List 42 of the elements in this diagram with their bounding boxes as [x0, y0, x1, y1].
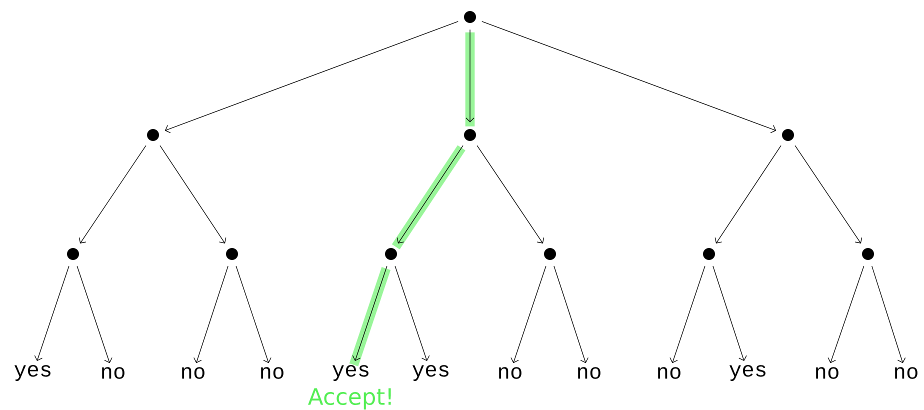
arrow — [554, 266, 589, 364]
arrow — [394, 266, 430, 362]
arrow — [476, 145, 544, 244]
arrow — [670, 266, 706, 364]
leaf-label: no — [895, 367, 918, 379]
arrow — [872, 266, 906, 364]
arrow — [236, 266, 272, 364]
arrow — [78, 145, 146, 244]
dot — [464, 11, 476, 23]
arrow — [794, 145, 862, 244]
dot — [703, 248, 715, 260]
arrow — [76, 266, 112, 364]
arrow — [160, 145, 226, 244]
dot — [385, 248, 397, 260]
leaf-label: yes — [730, 365, 766, 381]
leaf-label: no — [816, 367, 838, 379]
leaf-label: no — [182, 367, 204, 379]
leaf-label: no — [102, 367, 124, 379]
dot — [464, 129, 476, 141]
leaf-label: no — [658, 367, 680, 379]
arrow — [714, 145, 782, 244]
accept-label: Accept! — [308, 388, 391, 410]
leaf-label: yes — [332, 365, 368, 381]
highlighted-arrow — [392, 145, 466, 250]
leaf-label: yes — [412, 365, 448, 381]
dot — [862, 248, 874, 260]
leaf-label: no — [578, 367, 600, 379]
dot — [67, 248, 80, 260]
arrow — [482, 21, 776, 134]
arrow — [510, 266, 546, 364]
leaf-label: no — [261, 367, 284, 379]
arrow — [34, 266, 70, 362]
arrow — [828, 266, 864, 364]
leaf-label: no — [499, 367, 522, 379]
dot — [782, 129, 794, 141]
arrow — [194, 266, 228, 364]
dot — [226, 248, 238, 260]
leaf-label: yes — [14, 365, 50, 381]
dot — [544, 248, 556, 260]
arrow — [164, 21, 458, 134]
dot — [147, 129, 159, 141]
arrow — [712, 266, 747, 362]
